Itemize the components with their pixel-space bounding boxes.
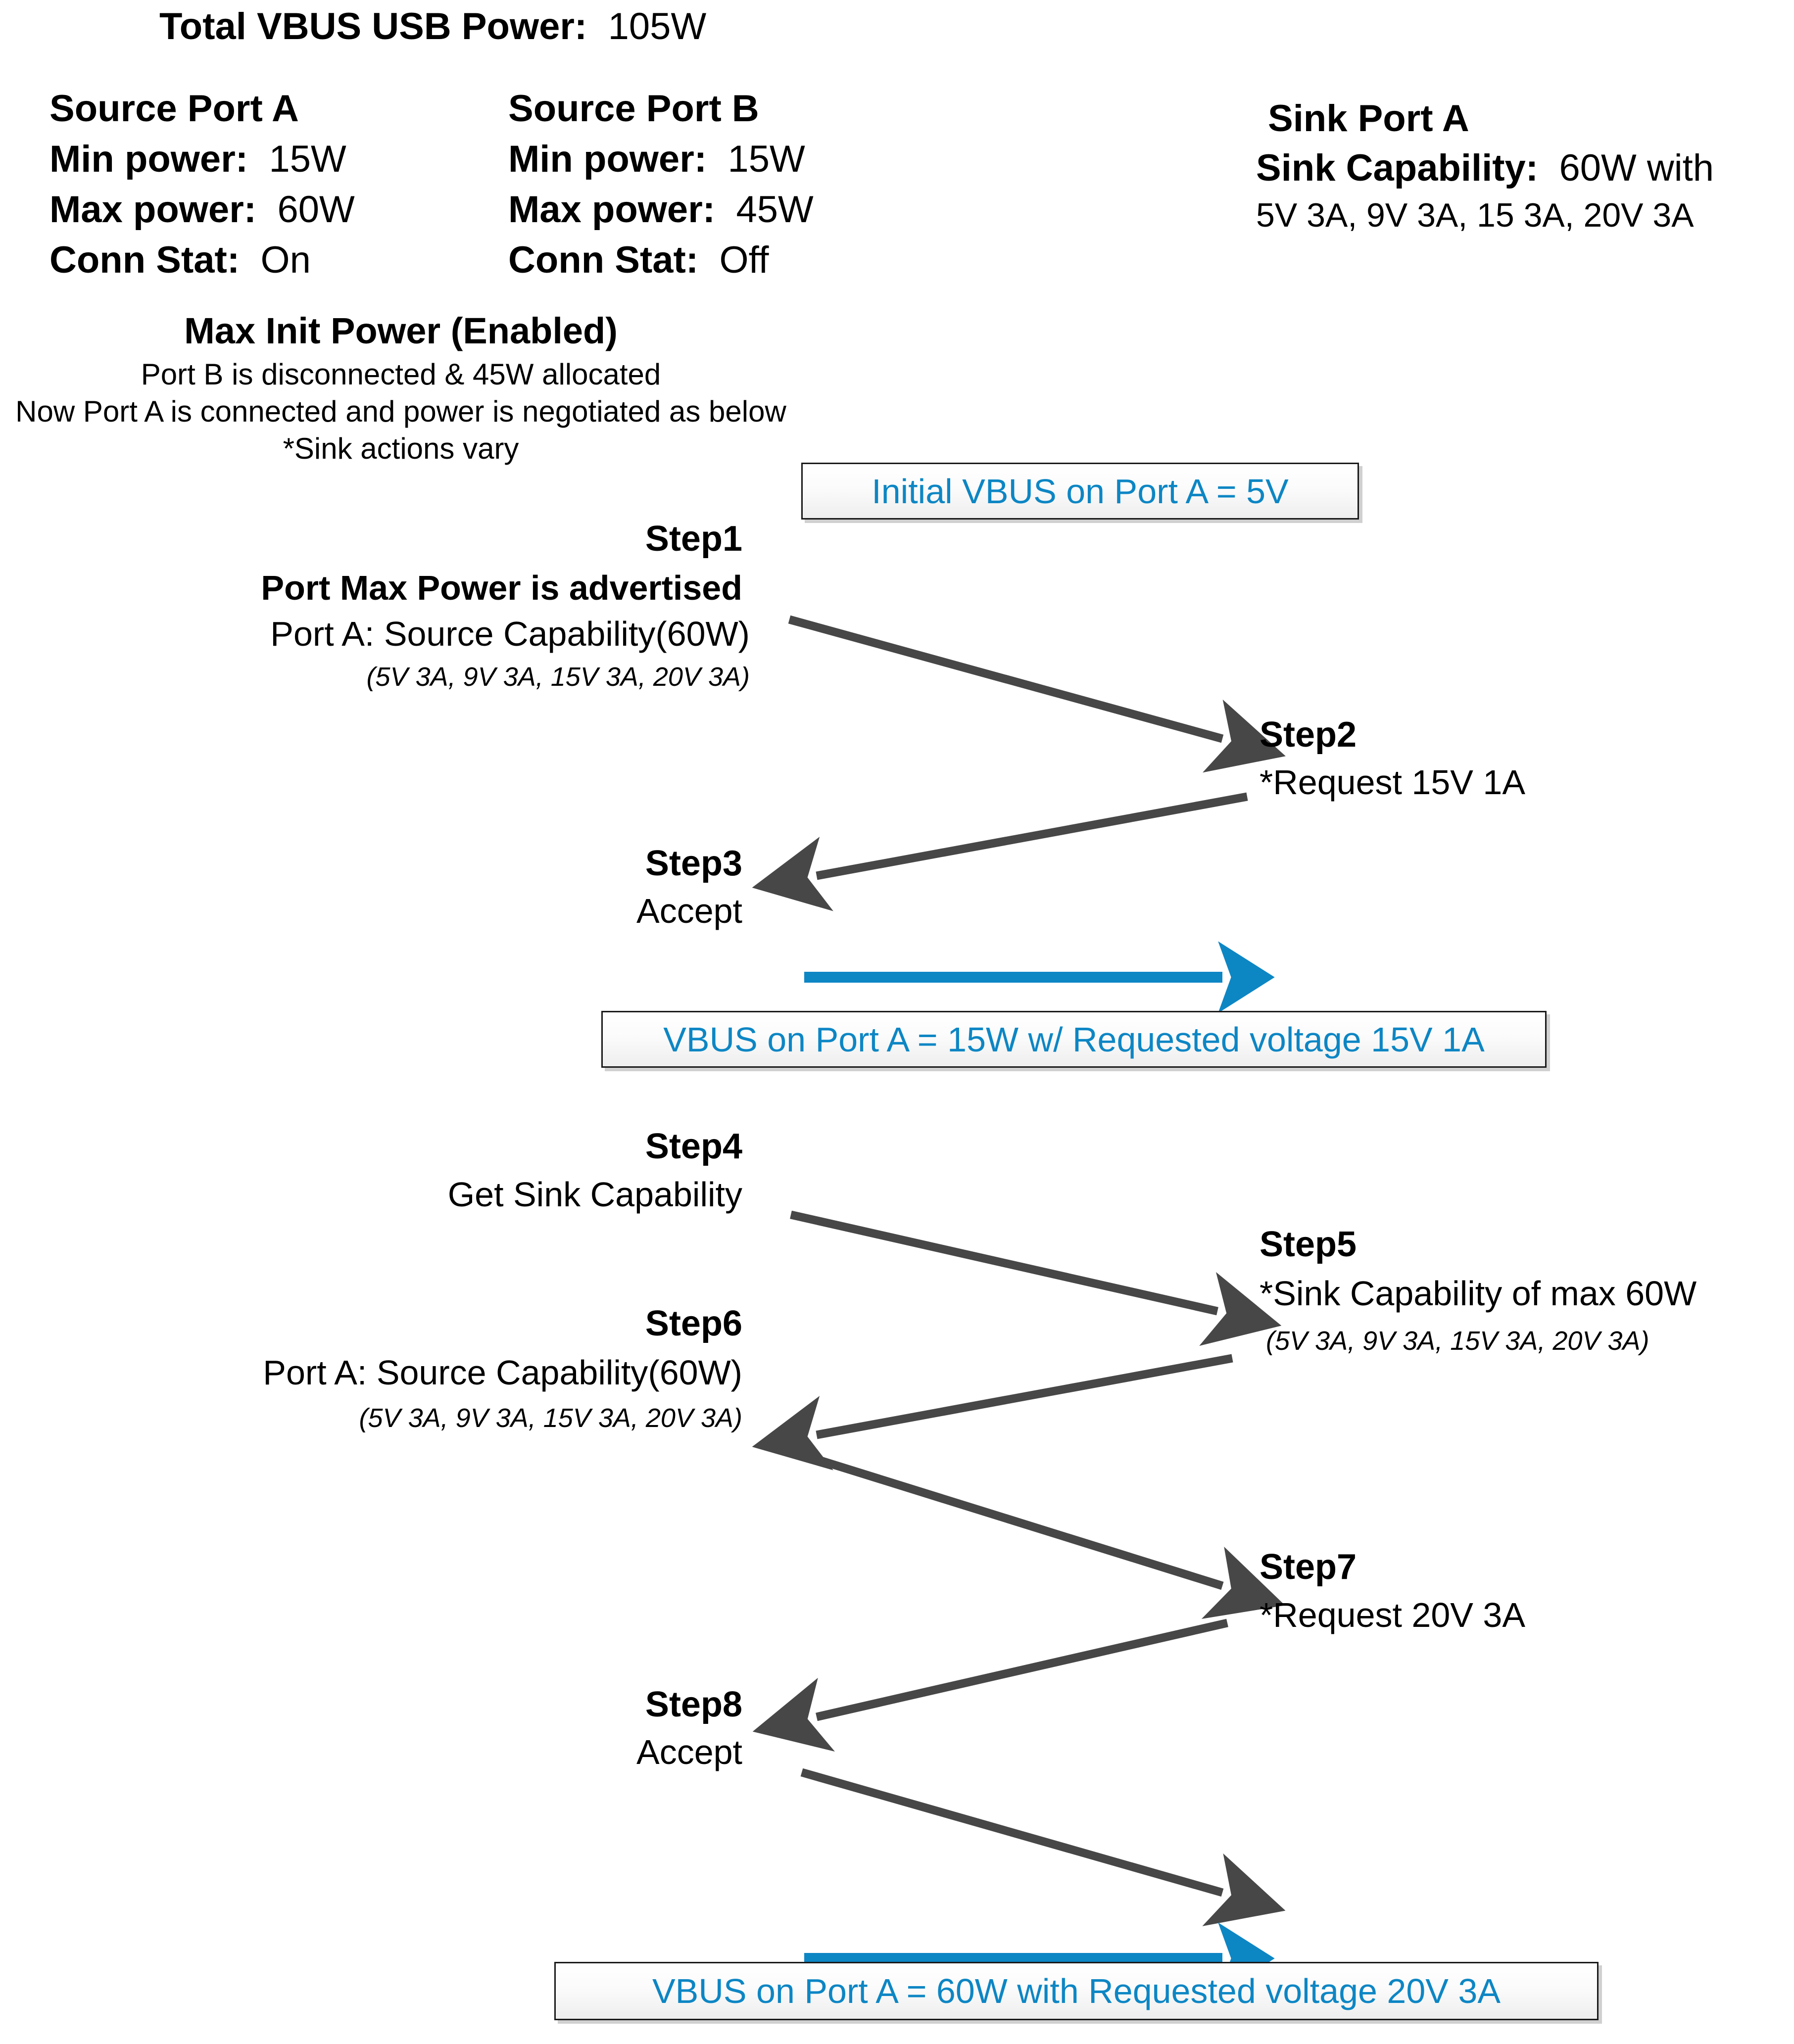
step4-text: Get Sink Capability [447, 1175, 742, 1214]
step8-text: Accept [636, 1733, 742, 1771]
callout-vbus-15w: VBUS on Port A = 15W w/ Requested voltag… [601, 1011, 1547, 1068]
step1-text: Port A: Source Capability(60W) [270, 615, 750, 653]
sink-port-a-capability: Sink Capability: 60W with [1256, 148, 1714, 188]
callout-initial-vbus: Initial VBUS on Port A = 5V [801, 463, 1359, 520]
step1-heading: Port Max Power is advertised [261, 569, 742, 607]
max-init-power-line3: *Sink actions vary [283, 432, 519, 465]
source-port-b-title: Source Port B [508, 88, 759, 130]
source-port-b-max-power-value: 45W [736, 189, 814, 231]
source-port-a-conn-stat-value: On [260, 239, 311, 281]
source-port-a-conn-stat: Conn Stat: On [49, 240, 311, 280]
total-power-row: Total VBUS USB Power: 105W [159, 7, 706, 47]
sink-port-a-capability-detail: 5V 3A, 9V 3A, 15 3A, 20V 3A [1256, 196, 1694, 234]
arrow-step4-to-step5 [790, 1210, 1282, 1346]
step5-note: (5V 3A, 9V 3A, 15V 3A, 20V 3A) [1266, 1326, 1649, 1356]
source-port-a-max-power-label: Max power: [49, 189, 257, 231]
step7-label: Step7 [1260, 1547, 1357, 1587]
step2-label: Step2 [1260, 715, 1357, 755]
step4-label: Step4 [645, 1127, 742, 1166]
arrow-step7-to-step8 [752, 1618, 1228, 1752]
sink-port-a-capability-value: 60W with [1559, 147, 1714, 189]
total-power-value: 105W [608, 5, 707, 48]
step1-label: Step1 [645, 519, 742, 559]
max-init-power-line1: Port B is disconnected & 45W allocated [141, 358, 661, 391]
source-port-a-conn-stat-label: Conn Stat: [49, 239, 240, 281]
source-port-b-min-power-label: Min power: [508, 138, 707, 180]
source-port-a-max-power: Max power: 60W [49, 190, 355, 230]
step1-note: (5V 3A, 9V 3A, 15V 3A, 20V 3A) [366, 662, 750, 692]
source-port-b-min-power: Min power: 15W [508, 140, 805, 179]
source-port-b-max-power-label: Max power: [508, 189, 716, 231]
arrow-step6-to-step7 [800, 1450, 1285, 1619]
step8-label: Step8 [645, 1685, 742, 1724]
source-port-b-conn-stat: Conn Stat: Off [508, 240, 769, 280]
source-port-b-max-power: Max power: 45W [508, 190, 814, 230]
source-port-a-title: Source Port A [49, 88, 299, 130]
callout-vbus-15w-text: VBUS on Port A = 15W w/ Requested voltag… [663, 1020, 1485, 1059]
step3-label: Step3 [645, 844, 742, 883]
max-init-power-title: Max Init Power (Enabled) [184, 310, 618, 351]
sink-port-a-title: Sink Port A [1268, 97, 1469, 140]
total-power-label: Total VBUS USB Power: [159, 5, 587, 48]
step6-label: Step6 [645, 1304, 742, 1343]
arrow-step8-to-sink [800, 1768, 1286, 1926]
arrow-step1-to-step2 [788, 615, 1286, 773]
source-port-a-min-power-value: 15W [269, 138, 346, 180]
step7-text: *Request 20V 3A [1260, 1596, 1526, 1634]
step5-label: Step5 [1260, 1225, 1357, 1264]
source-port-a-max-power-value: 60W [277, 189, 355, 231]
step6-text: Port A: Source Capability(60W) [263, 1353, 742, 1392]
source-port-b-conn-stat-value: Off [719, 239, 769, 281]
source-port-b-min-power-value: 15W [727, 138, 805, 180]
sink-port-a-capability-label: Sink Capability: [1256, 147, 1539, 189]
source-port-a-min-power-label: Min power: [49, 138, 248, 180]
step2-text: *Request 15V 1A [1260, 763, 1526, 802]
step3-text: Accept [636, 892, 742, 930]
source-port-b-conn-stat-label: Conn Stat: [508, 239, 699, 281]
arrow-step5-to-step6 [752, 1354, 1233, 1471]
arrow-step2-to-step3 [752, 792, 1248, 911]
max-init-power-line2: Now Port A is connected and power is neg… [15, 395, 786, 428]
callout-vbus-60w: VBUS on Port A = 60W with Requested volt… [554, 1962, 1599, 2020]
step5-text: *Sink Capability of max 60W [1260, 1274, 1697, 1313]
callout-initial-vbus-text: Initial VBUS on Port A = 5V [872, 472, 1289, 511]
source-port-a-min-power: Min power: 15W [49, 140, 346, 179]
step6-note: (5V 3A, 9V 3A, 15V 3A, 20V 3A) [359, 1403, 742, 1433]
callout-vbus-60w-text: VBUS on Port A = 60W with Requested volt… [652, 1972, 1501, 2010]
